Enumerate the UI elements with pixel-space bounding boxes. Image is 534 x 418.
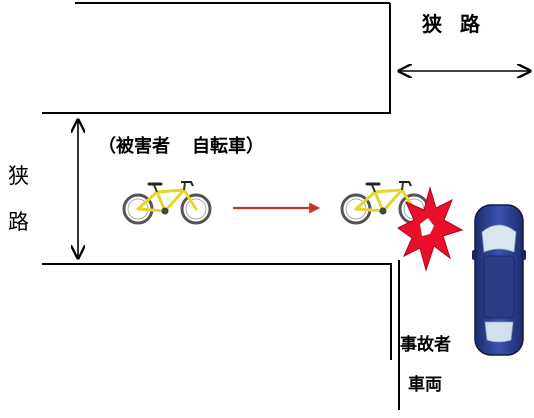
road-edges — [42, 2, 400, 410]
top-road-label: 狭路 — [422, 8, 480, 37]
road-edge-upper-corner — [42, 3, 391, 114]
road-edge-lower-corner — [42, 263, 392, 360]
car-label-line-1: 事故者 — [400, 335, 451, 355]
victim-label-part-1: （被害者 — [98, 136, 170, 157]
bicycle-icon — [122, 181, 212, 225]
top-road-label-char-2: 路 — [460, 12, 480, 36]
bicycle-icon — [340, 181, 430, 225]
top-road-label-char-1: 狭 — [422, 12, 442, 36]
collision-burst-highlight — [420, 218, 434, 236]
car-label-line-2: 車両 — [408, 375, 442, 395]
victim-label-part-2: 自転車） — [192, 136, 264, 157]
left-road-label-char-2: 路 — [8, 210, 29, 234]
victim-bicycle-label: （被害者 自転車） — [98, 132, 264, 158]
left-road-label-char-1: 狭 — [8, 164, 29, 188]
car-top-view-icon — [472, 204, 526, 356]
